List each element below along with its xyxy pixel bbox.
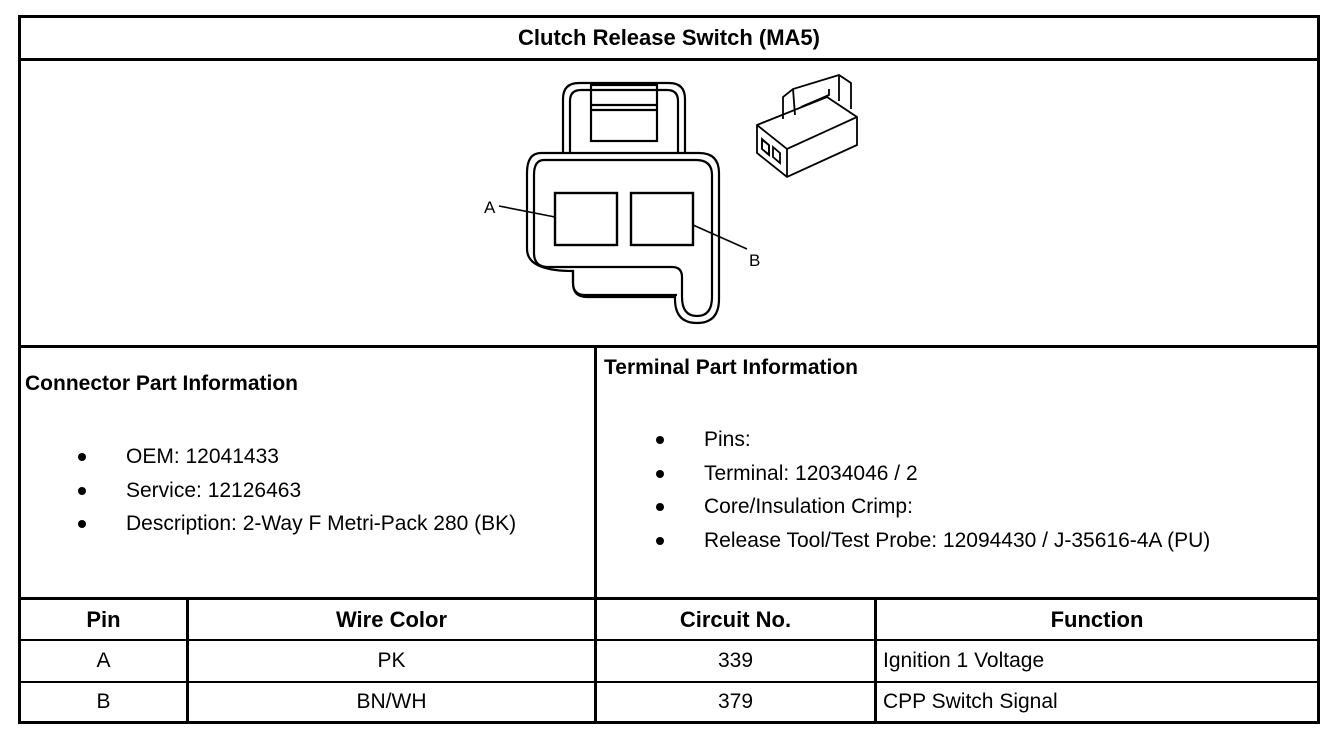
connector-info-list: OEM: 12041433 Service: 12126463 Descript… [78, 440, 516, 541]
connector-diagram: A B [21, 61, 1317, 345]
list-item: Release Tool/Test Probe: 12094430 / J-35… [656, 524, 1210, 558]
bullet-icon [656, 503, 664, 511]
column-header-circuit-no: Circuit No. [679, 606, 792, 632]
diagram-divider [18, 345, 1320, 348]
terminal-heading: Terminal Part Information [604, 356, 858, 379]
column-header-pin: Pin [86, 606, 121, 632]
table-cell-wire-color: BN/WH [356, 690, 427, 713]
list-item: Description: 2-Way F Metri-Pack 280 (BK) [78, 507, 516, 541]
connector-heading: Connector Part Information [25, 372, 299, 395]
cavity-label-b: B [749, 251, 760, 270]
connector-isometric-view [756, 74, 858, 179]
table-cell-function: CPP Switch Signal [883, 690, 1058, 713]
table-cell-pin: A [96, 649, 111, 672]
table-row-divider [18, 681, 1320, 683]
title-divider [18, 58, 1320, 61]
table-cell-function: Ignition 1 Voltage [883, 649, 1045, 672]
connector-face-view [498, 81, 748, 325]
table-cell-pin: B [96, 690, 111, 713]
info-divider [18, 597, 1320, 600]
page-title: Clutch Release Switch (MA5) [518, 25, 820, 50]
list-item: Terminal: 12034046 / 2 [656, 457, 1210, 491]
bullet-icon [656, 469, 664, 478]
bullet-icon [78, 520, 86, 528]
document-frame [18, 15, 1320, 724]
list-item: Pins: [656, 423, 1210, 457]
bullet-icon [656, 536, 664, 545]
table-cell-circuit: 339 [717, 649, 754, 672]
bullet-icon [78, 486, 86, 495]
list-item: OEM: 12041433 [78, 440, 516, 474]
table-header-divider [18, 639, 1320, 641]
list-item: Core/Insulation Crimp: [656, 490, 1210, 524]
list-item: Service: 12126463 [78, 474, 516, 508]
cavity-label-a: A [484, 198, 496, 217]
connector-drawing: A B [484, 74, 858, 325]
bullet-icon [78, 453, 86, 461]
column-header-function: Function [1050, 606, 1144, 632]
table-cell-wire-color: PK [377, 649, 406, 672]
table-cell-circuit: 379 [717, 690, 754, 713]
bullet-icon [656, 436, 664, 444]
column-header-wire-color: Wire Color [335, 606, 448, 632]
terminal-info-list: Pins: Terminal: 12034046 / 2 Core/Insula… [656, 423, 1210, 557]
table-col-divider-2 [594, 597, 597, 724]
table-col-divider-1 [186, 597, 189, 724]
table-col-divider-3 [874, 597, 877, 724]
info-column-divider [594, 345, 597, 600]
